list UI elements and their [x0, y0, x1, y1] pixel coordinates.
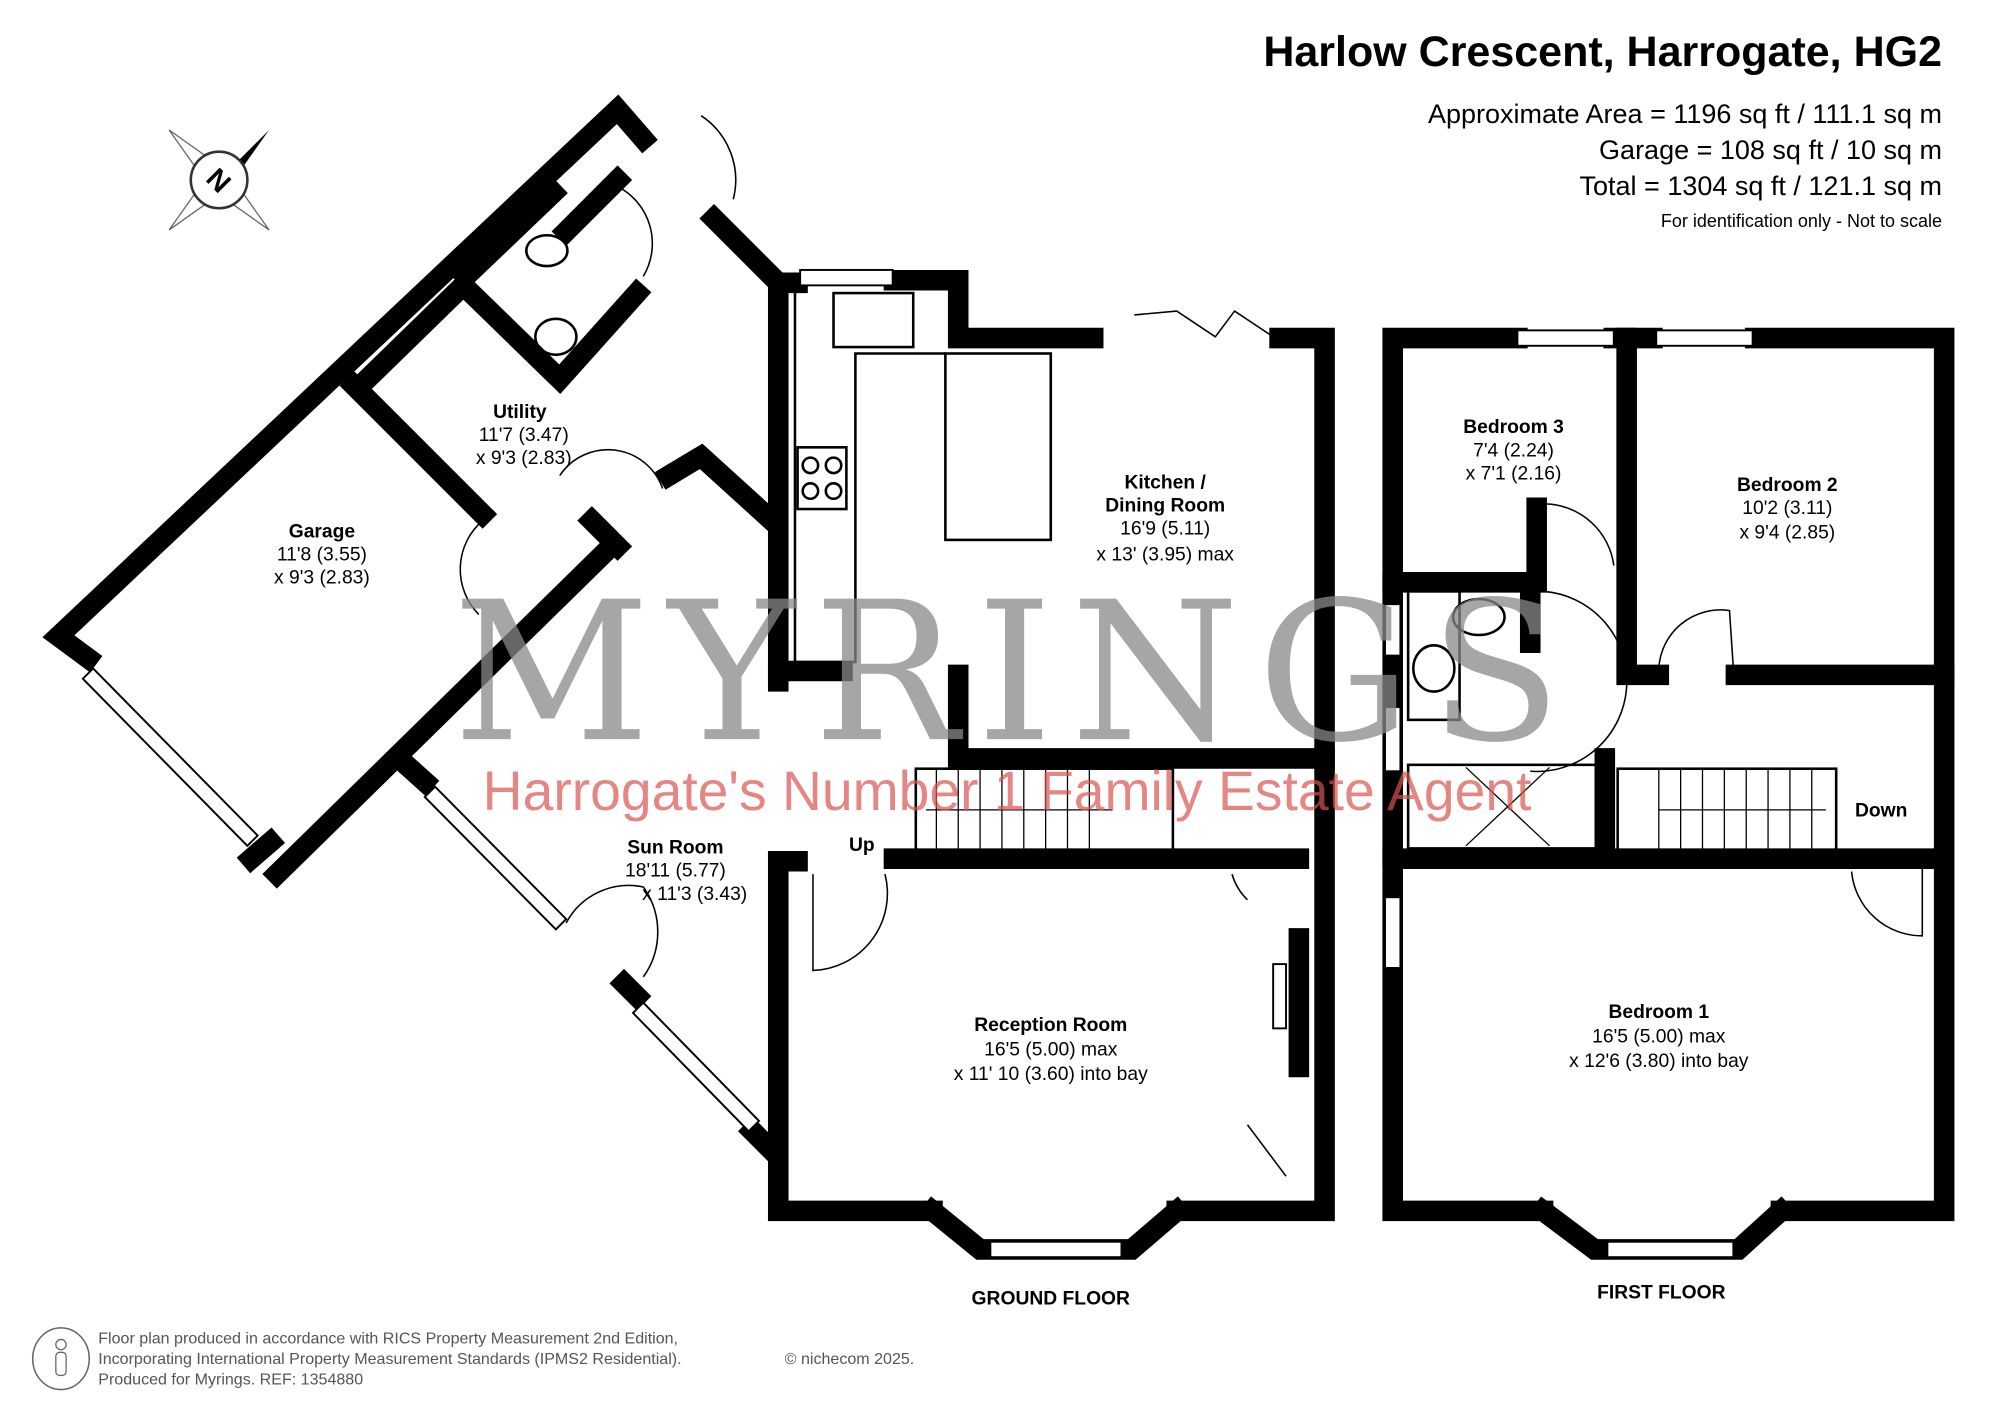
rics-logo-icon — [31, 1327, 91, 1391]
stairs-up-label: Up — [849, 835, 875, 856]
property-title: Harlow Crescent, Harrogate, HG2 — [1263, 28, 1942, 76]
svg-text:x 11'3 (3.43): x 11'3 (3.43) — [642, 884, 747, 905]
svg-text:x 9'4 (2.85): x 9'4 (2.85) — [1739, 523, 1835, 544]
bath-icon — [1406, 763, 1603, 850]
ground-floor-walls — [42, 94, 1335, 1260]
disclaimer: For identification only - Not to scale — [1660, 211, 1942, 231]
footer-line-1: Floor plan produced in accordance with R… — [98, 1329, 678, 1347]
svg-text:x 13' (3.95) max: x 13' (3.95) max — [1096, 544, 1234, 565]
kitchen-fittings — [525, 233, 1053, 664]
ground-stairs — [914, 767, 1175, 854]
svg-text:x 12'6 (3.80) into bay: x 12'6 (3.80) into bay — [1569, 1051, 1749, 1072]
footer-copyright: © nichecom 2025. — [785, 1350, 915, 1368]
approx-area: Approximate Area = 1196 sq ft / 111.1 sq… — [1427, 99, 1942, 129]
header: Harlow Crescent, Harrogate, HG2 — [1263, 28, 1942, 77]
svg-text:10'2 (3.11): 10'2 (3.11) — [1742, 498, 1832, 519]
toilet-icon — [1451, 597, 1506, 637]
svg-text:16'5 (5.00) max: 16'5 (5.00) max — [984, 1039, 1118, 1060]
ground-floor-windows — [81, 268, 1287, 1259]
first-floor-walls — [1382, 327, 1955, 1260]
svg-text:Reception Room: Reception Room — [974, 1015, 1127, 1036]
doors — [459, 115, 1287, 1177]
room-bedroom-1: Bedroom 1 16'5 (5.00) max x 12'6 (3.80) … — [1569, 1002, 1749, 1072]
svg-text:Bedroom 2: Bedroom 2 — [1737, 475, 1838, 496]
watermark-tagline: Harrogate's Number 1 Family Estate Agent — [483, 760, 1532, 822]
svg-text:Utility: Utility — [493, 402, 547, 423]
svg-text:x 7'1 (2.16): x 7'1 (2.16) — [1466, 463, 1562, 484]
footer-line-3: Produced for Myrings. REF: 1354880 — [98, 1370, 363, 1388]
room-garage: Garage 11'8 (3.55) x 9'3 (2.83) — [274, 521, 370, 588]
room-bedroom-3: Bedroom 3 7'4 (2.24) x 7'1 (2.16) — [1463, 417, 1564, 484]
footer-line-2: Incorporating International Property Mea… — [98, 1350, 681, 1368]
basin-icon — [534, 317, 578, 357]
sink-icon — [832, 291, 915, 349]
total-area: Total = 1304 sq ft / 121.1 sq m — [1579, 171, 1942, 201]
room-sun-room: Sun Room 18'11 (5.77) x 11'3 (3.43) — [625, 838, 747, 905]
room-reception: Reception Room 16'5 (5.00) max x 11' 10 … — [954, 1015, 1148, 1085]
svg-text:Bedroom 3: Bedroom 3 — [1463, 417, 1564, 438]
toilet-icon — [525, 233, 569, 268]
svg-text:11'7 (3.47): 11'7 (3.47) — [479, 425, 569, 446]
bathroom-fittings — [1406, 590, 1603, 850]
svg-text:7'4 (2.24): 7'4 (2.24) — [1473, 440, 1554, 461]
basin-icon — [1411, 644, 1456, 693]
svg-text:11'8 (3.55): 11'8 (3.55) — [277, 544, 367, 565]
room-kitchen-dining: Kitchen / Dining Room 16'9 (5.11) x 13' … — [1096, 472, 1234, 565]
stairs-down-label: Down — [1855, 800, 1907, 821]
svg-text:x 9'3 (2.83): x 9'3 (2.83) — [476, 448, 572, 469]
watermark-brand: MYRINGS — [453, 561, 1580, 785]
svg-text:x 9'3 (2.83): x 9'3 (2.83) — [274, 568, 370, 589]
svg-text:16'9 (5.11): 16'9 (5.11) — [1120, 519, 1210, 540]
svg-text:Bedroom 1: Bedroom 1 — [1608, 1002, 1709, 1023]
ground-floor-label: GROUND FLOOR — [972, 1289, 1130, 1310]
svg-text:16'5 (5.00) max: 16'5 (5.00) max — [1592, 1027, 1726, 1048]
svg-text:Garage: Garage — [289, 521, 356, 542]
room-utility: Utility 11'7 (3.47) x 9'3 (2.83) — [476, 402, 572, 469]
svg-text:Dining Room: Dining Room — [1105, 496, 1225, 517]
footer: Floor plan produced in accordance with R… — [98, 1329, 914, 1388]
garage-area: Garage = 108 sq ft / 10 sq m — [1599, 135, 1942, 165]
svg-text:18'11 (5.77): 18'11 (5.77) — [625, 861, 726, 882]
first-stairs — [1616, 767, 1838, 854]
first-floor-windows — [1384, 329, 1754, 1259]
compass-icon: N — [168, 129, 270, 231]
room-bedroom-2: Bedroom 2 10'2 (3.11) x 9'4 (2.85) — [1737, 475, 1838, 544]
first-doors — [1530, 503, 1924, 937]
area-summary: Approximate Area = 1196 sq ft / 111.1 sq… — [1428, 96, 1942, 238]
svg-text:x 11' 10 (3.60) into bay: x 11' 10 (3.60) into bay — [954, 1064, 1148, 1085]
svg-text:Sun Room: Sun Room — [627, 838, 723, 859]
first-floor-label: FIRST FLOOR — [1597, 1282, 1726, 1303]
svg-text:Kitchen /: Kitchen / — [1125, 472, 1207, 493]
hob-icon — [796, 446, 848, 511]
